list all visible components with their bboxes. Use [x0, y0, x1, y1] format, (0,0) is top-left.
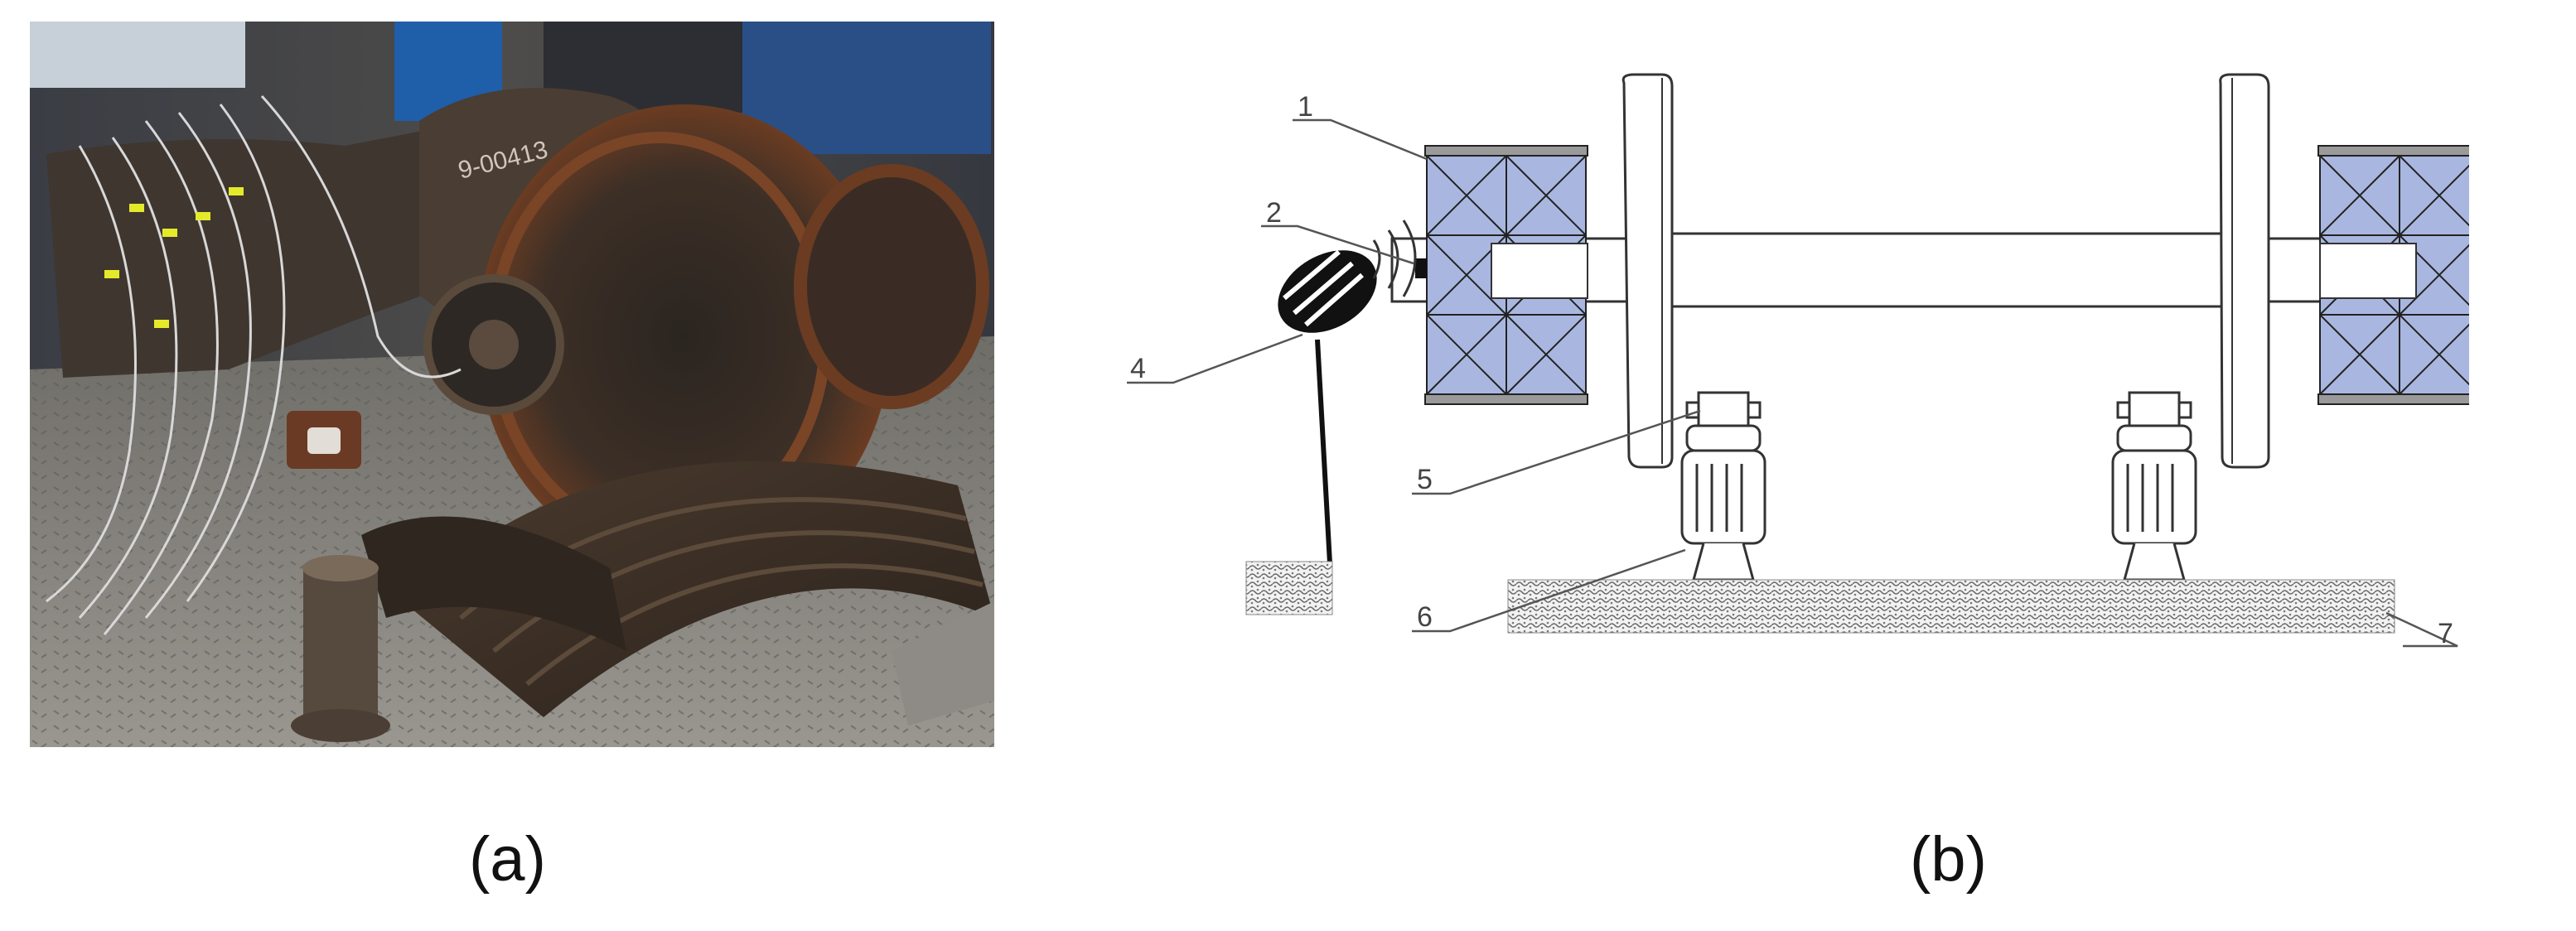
- wheel-right: [2219, 73, 2270, 469]
- callout-5: 5: [1417, 464, 1433, 495]
- sensor-face: [307, 427, 341, 454]
- callout-2: 2: [1266, 197, 1282, 229]
- callout-6: 6: [1417, 601, 1433, 633]
- blue-frame-right: [742, 22, 991, 154]
- caption-b: (b): [1910, 824, 1987, 895]
- foundation-main: [1507, 579, 2395, 634]
- cable-markers: [104, 187, 244, 328]
- test-rig-photo: 9-00413: [30, 22, 994, 747]
- callout-7: 7: [2438, 618, 2453, 649]
- wheel-rear: [794, 164, 989, 409]
- test-rig-schematic: 1 2 3 4 5 6 7: [1127, 73, 2469, 649]
- drive-motor-right: [2111, 391, 2197, 581]
- microphone-stand-top: [302, 555, 379, 581]
- foundation-microphone: [1245, 561, 1333, 615]
- axle-end-bolt: [469, 320, 519, 369]
- microphone-stand-base: [291, 709, 390, 742]
- caption-a: (a): [469, 824, 546, 895]
- wheel-left: [1621, 73, 1674, 469]
- bearing-right: [2317, 145, 2469, 405]
- sensor-cables: [46, 94, 462, 635]
- callout-4: 4: [1130, 353, 1146, 384]
- axle-body: [1647, 232, 2230, 308]
- bearing-left: [1424, 145, 1588, 405]
- callout-leaders: [1127, 118, 2458, 648]
- callout-1: 1: [1298, 91, 1313, 123]
- microphone-stand: [303, 568, 378, 726]
- microphone: [1278, 219, 1417, 564]
- support-roller-front: [361, 516, 626, 651]
- window-light: [30, 22, 245, 88]
- acceleration-sensor-left: [1415, 258, 1427, 278]
- drive-motor-left: [1680, 391, 1766, 581]
- rail-edge: [892, 601, 994, 726]
